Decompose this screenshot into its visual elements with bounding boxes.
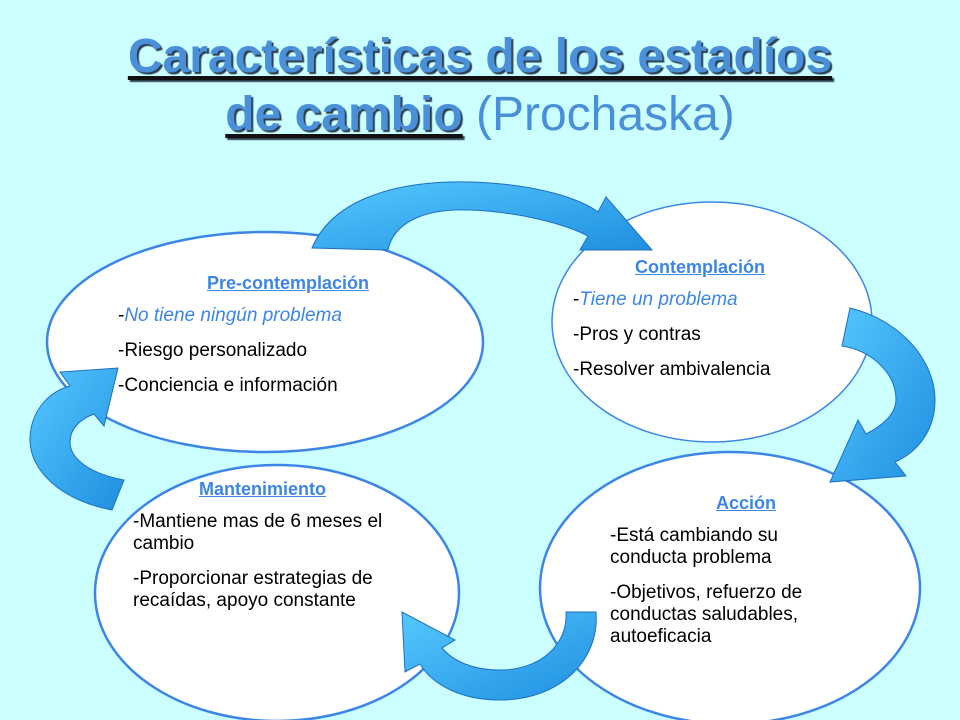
list-item: -Pros y contras (573, 324, 701, 345)
title-subtitle: (Prochaska) (476, 88, 735, 141)
stage-accion: Acción -Está cambiando su conducta probl… (610, 492, 855, 661)
arrow-top-icon (311, 181, 654, 251)
stage-heading-mantenimiento: Mantenimiento (199, 479, 327, 499)
stage-mantenimiento: Mantenimiento -Mantiene mas de 6 meses e… (133, 478, 428, 625)
arrow-bottom-icon (401, 611, 597, 701)
list-item: -No tiene ningún problema (118, 305, 342, 326)
title-main-line2: de cambio (225, 88, 463, 141)
arrow-left-icon (29, 367, 125, 511)
ellipse-precontemplacion (45, 230, 485, 454)
arrow-right-icon (829, 307, 936, 483)
ellipse-accion (538, 450, 922, 720)
list-item: -Está cambiando su conducta problema (610, 525, 778, 568)
stage-contemplacion: Contemplación -Tiene un problema -Pros y… (573, 256, 843, 394)
list-item: -Resolver ambivalencia (573, 359, 771, 380)
list-item: -Objetivos, refuerzo de conductas saluda… (610, 582, 803, 647)
title-main-line1: Características de los estadíos (127, 30, 833, 83)
ellipse-mantenimiento (93, 463, 461, 720)
slide-title: Características de los estadíos de cambi… (0, 28, 960, 144)
stage-heading-contemplacion: Contemplación (635, 257, 766, 277)
stage-heading-precontemplacion: Pre-contemplación (206, 273, 370, 293)
list-item: -Proporcionar estrategias de recaídas, a… (133, 568, 373, 611)
list-item: -Mantiene mas de 6 meses el cambio (133, 511, 383, 554)
list-item: -Conciencia e información (118, 375, 338, 396)
list-item: -Tiene un problema (573, 289, 738, 310)
stage-heading-accion: Acción (716, 493, 777, 513)
list-item: -Riesgo personalizado (118, 340, 308, 361)
stage-precontemplacion: Pre-contemplación -No tiene ningún probl… (118, 272, 418, 410)
